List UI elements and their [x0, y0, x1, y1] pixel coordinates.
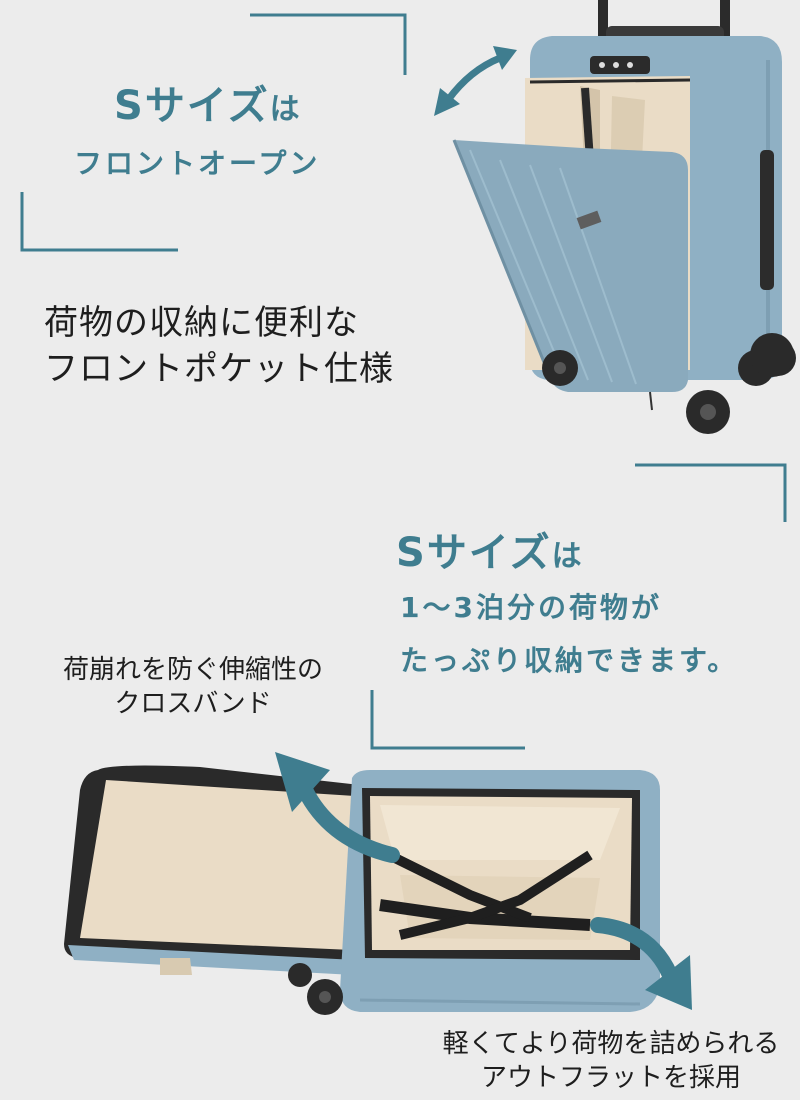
suitcase-fully-open-illustration	[64, 765, 660, 1015]
suitcase-front-open-illustration	[452, 0, 796, 434]
bracket-bottom-left	[20, 192, 178, 252]
bracket-top-right	[250, 13, 407, 75]
section2-line-3: たっぷり収納できます。	[400, 644, 739, 677]
heading-s-letter: S	[396, 530, 427, 576]
heading-s-letter: S	[114, 83, 145, 129]
curved-arrow-down-icon	[590, 917, 692, 1010]
section2-heading: Sサイズは	[396, 533, 584, 573]
section1-subheading: フロントオープン	[74, 147, 321, 180]
feature-line-2: フロントポケット仕様	[44, 349, 394, 389]
cross-band-callout: 荷崩れを防ぐ伸縮性の クロスバンド	[38, 653, 348, 721]
heading-particle: は	[269, 92, 302, 127]
section1-feature-text: 荷物の収納に便利な フロントポケット仕様	[44, 300, 394, 392]
heading-size: サイズ	[144, 83, 270, 129]
section2-line-2: 1〜3泊分の荷物が	[400, 591, 662, 624]
bracket-bottom-left-2	[370, 690, 525, 750]
band-line-1: 荷崩れを防ぐ伸縮性の	[62, 655, 323, 685]
bracket-top-right-2	[635, 463, 787, 522]
heading-particle: は	[551, 539, 584, 574]
heading-size: サイズ	[426, 530, 552, 576]
outflat-line-2: アウトフラットを採用	[480, 1063, 741, 1093]
feature-line-1: 荷物の収納に便利な	[44, 303, 359, 343]
outflat-line-1: 軽くてより荷物を詰められる	[442, 1029, 780, 1059]
section1-heading: Sサイズは	[114, 86, 302, 126]
double-arrow-icon	[434, 46, 517, 116]
band-line-2: クロスバンド	[114, 689, 272, 719]
outflat-callout: 軽くてより荷物を詰められる アウトフラットを採用	[430, 1027, 792, 1095]
curved-arrow-up-icon	[275, 752, 400, 863]
